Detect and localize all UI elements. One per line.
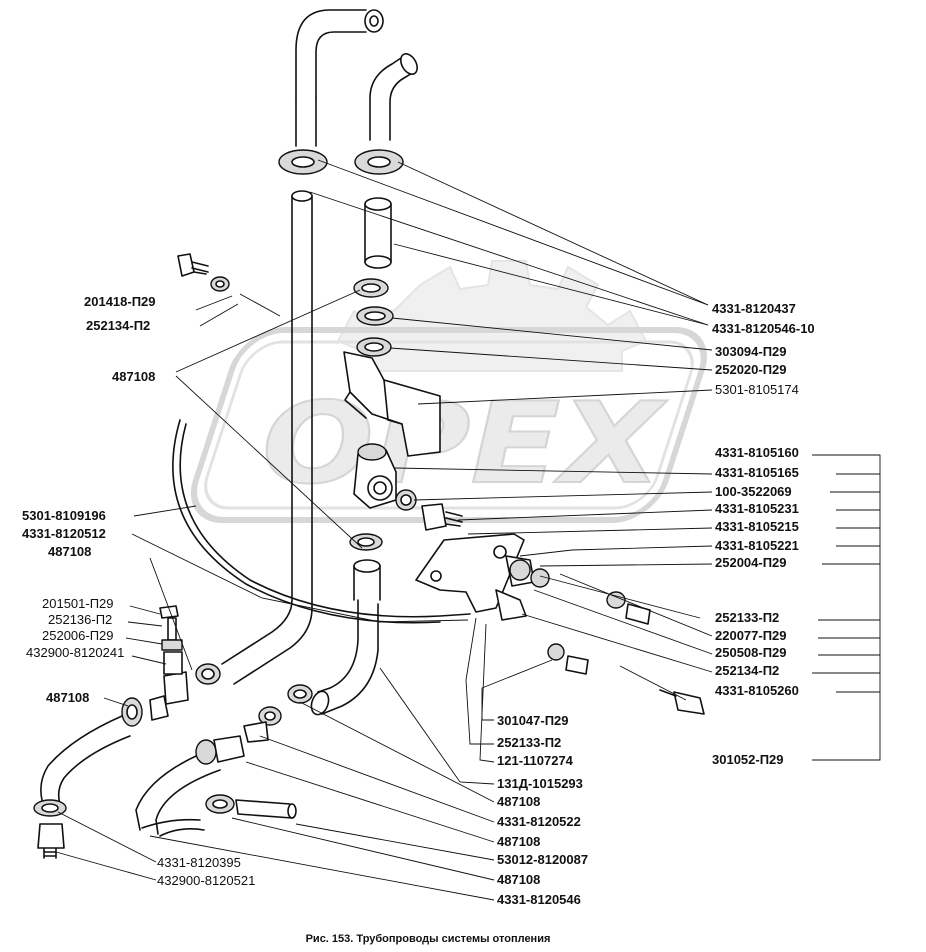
part-label: 432900-8120521 (157, 873, 255, 888)
part-label: 131Д-1015293 (497, 776, 583, 791)
part-label: 487108 (46, 690, 89, 705)
part-label: 487108 (497, 794, 540, 809)
part-label: 220077-П29 (715, 628, 787, 643)
part-label: 252133-П2 (497, 735, 561, 750)
part-label: 4331-8105165 (715, 465, 799, 480)
part-label: 4331-8120522 (497, 814, 581, 829)
part-label: 4331-8120512 (22, 526, 106, 541)
watermark-frame (190, 327, 707, 523)
part-label: 4331-8105221 (715, 538, 799, 553)
part-label: 487108 (48, 544, 91, 559)
part-label: 4331-8120546 (497, 892, 581, 907)
figure-caption: Рис. 153. Трубопроводы системы отопления (306, 933, 551, 945)
part-label: 487108 (112, 369, 155, 384)
part-label: 201501-П29 (42, 596, 114, 611)
part-label: 4331-8105231 (715, 501, 799, 516)
part-label: 303094-П29 (715, 344, 787, 359)
part-label: 252136-П2 (48, 612, 112, 627)
part-label: 252020-П29 (715, 362, 787, 377)
part-label: 4331-8105260 (715, 683, 799, 698)
part-label: 4331-8120437 (712, 301, 796, 316)
part-label: 301047-П29 (497, 713, 569, 728)
part-label: 487108 (497, 834, 540, 849)
part-label: 121-1107274 (497, 753, 574, 768)
part-label: 201418-П29 (84, 294, 156, 309)
part-label: 100-3522069 (715, 484, 792, 499)
part-label: 250508-П29 (715, 645, 787, 660)
part-label: 252133-П2 (715, 610, 779, 625)
part-label: 252006-П29 (42, 628, 114, 643)
part-label: 5301-8109196 (22, 508, 106, 523)
watermark-text: OPEX (262, 379, 667, 509)
part-label: 4331-8105160 (715, 445, 799, 460)
watermark: OPEX (190, 260, 707, 523)
part-label: 5301-8105174 (715, 382, 799, 397)
part-label: 4331-8120395 (157, 855, 241, 870)
hose-drawing (33, 9, 705, 859)
part-label: 4331-8120546-10 (712, 321, 815, 336)
part-label: 252004-П29 (715, 555, 787, 570)
part-label: 53012-8120087 (497, 852, 588, 867)
part-label: 4331-8105215 (715, 519, 799, 534)
part-label: 252134-П2 (86, 318, 150, 333)
part-label: 432900-8120241 (26, 645, 124, 660)
part-label: 252134-П2 (715, 663, 779, 678)
part-labels: 201418-П29 252134-П2 487108 4331-8120437 433… (22, 294, 815, 907)
part-label: 301052-П29 (712, 752, 784, 767)
part-label: 487108 (497, 872, 540, 887)
leader-lines (55, 159, 881, 901)
